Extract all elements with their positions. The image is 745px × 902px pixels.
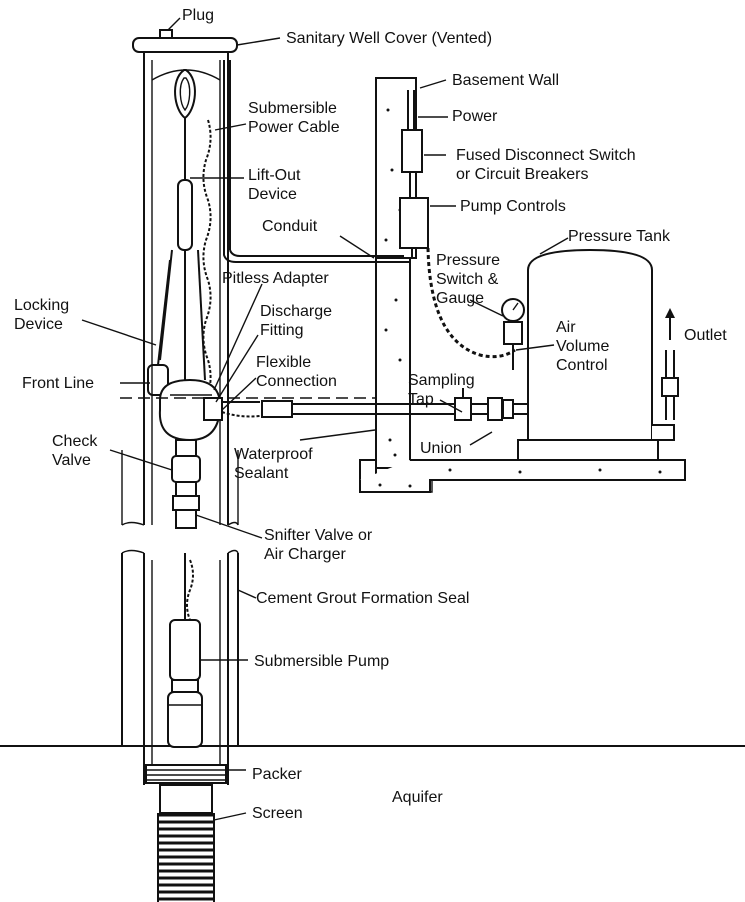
label-pressure-switch: Pressure Switch & Gauge [436,252,501,307]
label-disconnect: Fused Disconnect Switch or Circuit Break… [456,147,636,183]
label-packer: Packer [252,766,302,783]
label-discharge: Discharge Fitting [260,303,333,339]
label-check-valve: Check Valve [52,433,98,469]
label-air-volume: Air Volume Control [556,319,610,374]
label-sub-pump: Submersible Pump [254,653,390,670]
pitless-adapter [158,378,223,442]
label-cement-grout: Cement Grout Formation Seal [256,590,470,607]
label-power: Power [452,108,498,125]
label-waterproof: Waterproof Sealant [234,446,313,482]
label-power-cable: Submersible Power Cable [248,100,340,136]
well-casing-lower [121,549,239,785]
label-lift-out: Lift-Out Device [248,167,301,203]
label-screen: Screen [252,805,303,822]
locking-device [147,259,171,396]
label-front-line: Front Line [22,375,95,392]
label-union: Union [420,440,462,457]
pressure-gauge [501,298,525,370]
label-conduit: Conduit [262,218,318,235]
label-basement-wall: Basement Wall [452,72,559,89]
screen [157,784,215,902]
pressure-tank [517,248,659,461]
label-aquifer: Aquifer [392,789,443,806]
lift-out-device [159,69,206,395]
discharge-line [221,388,528,421]
label-pressure-tank: Pressure Tank [568,228,670,245]
label-plug: Plug [182,7,215,24]
check-valve-stack [171,439,201,529]
label-flexible: Flexible Connection [256,354,337,390]
label-pump-controls: Pump Controls [460,198,566,215]
label-outlet: Outlet [684,327,727,344]
power-cable [202,119,212,401]
label-pitless: Pitless Adapter [222,270,329,287]
packer [145,764,227,784]
label-well-cover: Sanitary Well Cover (Vented) [286,30,493,47]
label-sampling-tap: Sampling Tap [408,372,475,408]
pressure-switch-tube [426,247,516,359]
leader-lines [81,17,569,821]
label-locking: Locking Device [14,297,70,333]
outlet-pipe [652,308,679,441]
label-snifter: Snifter Valve or Air Charger [264,527,373,563]
power-line [399,90,429,258]
submersible-pump [167,619,203,748]
conduit [223,250,410,263]
